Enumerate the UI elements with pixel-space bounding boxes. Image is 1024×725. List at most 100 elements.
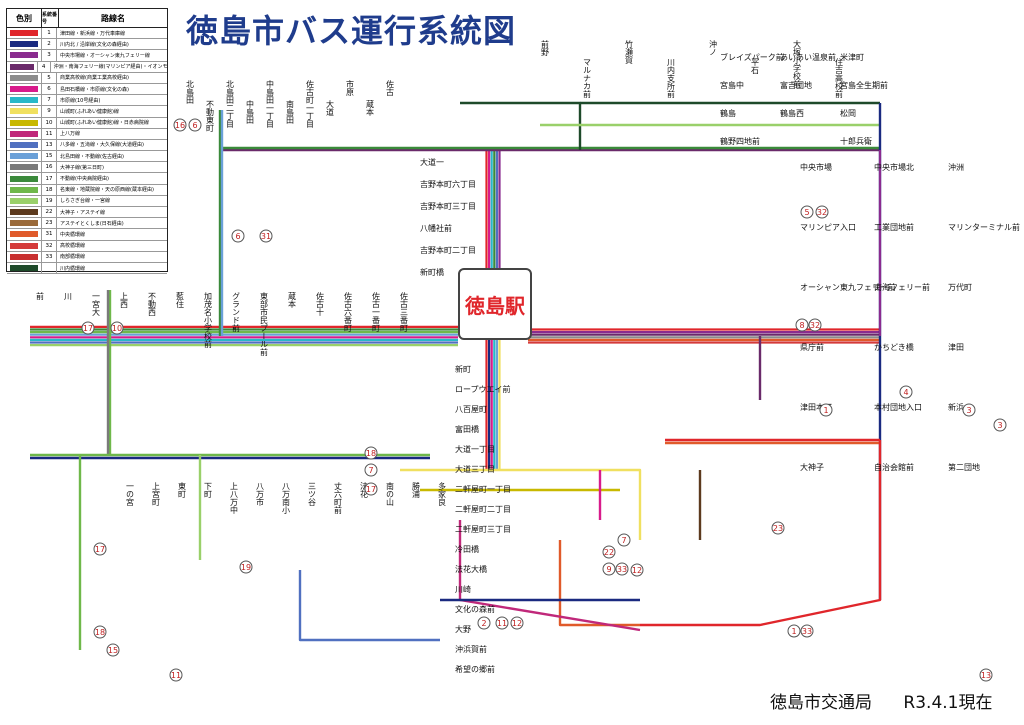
legend-route-number: 5 [41,72,57,83]
bus-stop-label: 加茂名小学校前 [204,291,213,349]
legend-route-number: 10 [41,117,57,128]
legend-route-number: 11 [41,128,57,139]
route-number-badge-label: 13 [981,671,991,680]
footer-date: R3.4.1現在 [903,693,993,713]
bus-stop-label: 蔵本 [288,291,297,309]
bus-stop-label: 宮島中 [720,80,744,90]
bus-stop-label: 二軒屋町二丁目 [455,505,511,514]
legend-route-name: 沖洲・南海フェリー線(マリンピア経由)・イオンモール線前 [53,64,167,71]
route-number-badge-label: 12 [512,619,522,628]
bus-stop-label: 川崎 [455,584,471,594]
legend-route-name: 大神子線(第三日町) [60,164,104,171]
legend-route-number: 32 [41,240,57,251]
bus-stop-label: 新浜 [948,402,964,412]
legend-route-name: 中央市場線・オーシャン東九フェリー線 [60,52,150,59]
legend-route-name: 大神子・アステイ線 [60,209,106,216]
bus-stop-label: 法花大橋 [455,564,487,574]
legend-route-name: 市原線(10号経由) [60,97,101,104]
route-number-badge-label: 4 [903,388,908,397]
route-number-badge-label: 17 [366,485,376,494]
route-number-badge-label: 32 [817,208,827,217]
route-line [640,440,882,627]
bus-stop-label: 藍住 [176,291,185,308]
bus-stop-label: 吉野本町二丁目 [420,245,476,255]
bus-stop-label: 北島田 [186,80,195,105]
route-number-badge-label: 7 [368,466,373,475]
legend-color-swatch [10,209,38,216]
legend-header-color: 色別 [7,9,42,27]
legend-color-swatch [10,153,38,160]
route-number-badge [93,542,107,556]
legend-route-name: 島田石橋線・市原線(文化の森) [60,86,129,93]
bus-stop-label: 大神子 [800,462,824,472]
tokushima-station[interactable]: 徳島駅 [458,268,532,340]
bus-stop-label: 宮島全生期前 [840,80,888,90]
bus-stop-label: 万代町 [948,282,972,292]
bus-stop-label: 米津町 [840,52,864,62]
legend-route-number: 19 [41,195,57,206]
route-number-badge [787,624,801,638]
bus-stop-label: 上八万中 [230,482,239,515]
bus-stop-label: 北島田二丁目 [226,80,235,129]
legend-color-swatch [10,108,38,115]
route-number-badge-label: 19 [241,563,251,572]
legend-header: 色別 系統番号 路線名 [7,9,167,28]
legend-route-name: 中央循環線 [60,231,86,238]
legend-route-name: 八多線・五滝線・大久保線(大道経由) [60,142,144,149]
route-number-badge [231,229,245,243]
bus-stop-label: 佐古十 [316,291,325,317]
bus-stop-label: 南の山 [386,481,395,507]
bus-stop-label: 佐古町一丁目 [306,79,315,129]
bus-stop-label: 中島田 [246,99,255,125]
bus-stop-label: 不動西 [148,292,157,317]
legend-route-name: 山城町(ふれあい健康館)線 [60,108,119,115]
legend-route-number: 2 [41,39,57,50]
route-line [460,101,582,150]
route-number-badge-label: 31 [261,232,271,241]
legend-route-name: 川内北 / 沿岸線(文化の森経由) [60,41,129,48]
bus-stop-label: 南島田 [286,99,295,125]
legend-route-number: 22 [41,207,57,218]
legend-color-swatch [10,63,34,70]
route-number-badge [899,385,913,399]
route-number-badge [188,118,202,132]
bus-stop-label: 鶴島西 [780,108,804,118]
route-number-badge-label: 18 [95,628,105,637]
route-number-badge-label: 17 [83,324,93,333]
route-number-badge-label: 33 [617,565,627,574]
route-number-badge [93,625,107,639]
route-number-badge [81,321,95,335]
bus-stop-label: 東町 [178,481,187,498]
bus-stop-label: 吉野本町三丁目 [420,201,476,211]
legend-route-number: 1 [41,28,57,39]
legend-route-name: 不動線(中央病院経由) [60,176,109,183]
route-number-badge [800,205,814,219]
legend-route-name: アステイとくしま(日石経由) [60,220,124,227]
legend-route-number: 15 [41,151,57,162]
bus-stop-label: 二軒屋町三丁目 [455,525,511,534]
legend-route-name: 商業高校線(商業工業高校経由) [60,75,129,82]
bus-stop-label: 下町 [204,482,213,498]
route-number-badge-label: 11 [171,671,181,680]
bus-stop-label: 不動東町 [206,100,215,132]
bus-stop-label: 南海フェリー前 [874,282,930,292]
legend-route-name: しらさぎ台線・一宮線 [60,198,111,205]
bus-stop-label: 前野 [541,39,550,56]
bus-stop-label: 津田 [948,342,964,352]
bus-stop-label: 鶴島 [720,108,736,118]
bus-stop-label: 県庁前 [800,342,824,352]
route-number-badge-label: 15 [108,646,118,655]
bus-stop-label: 津田本町 [800,402,832,412]
bus-stop-label: 自治会館前 [874,462,914,472]
bus-stop-label: 大塚小学校前 [793,39,802,89]
bus-stop-label: 一宮大 [92,292,101,317]
bus-stop-label: 佐古三番町 [400,291,409,332]
bus-stop-label: 多家良 [438,481,447,507]
footer-operator: 徳島市交通局 [770,693,872,713]
